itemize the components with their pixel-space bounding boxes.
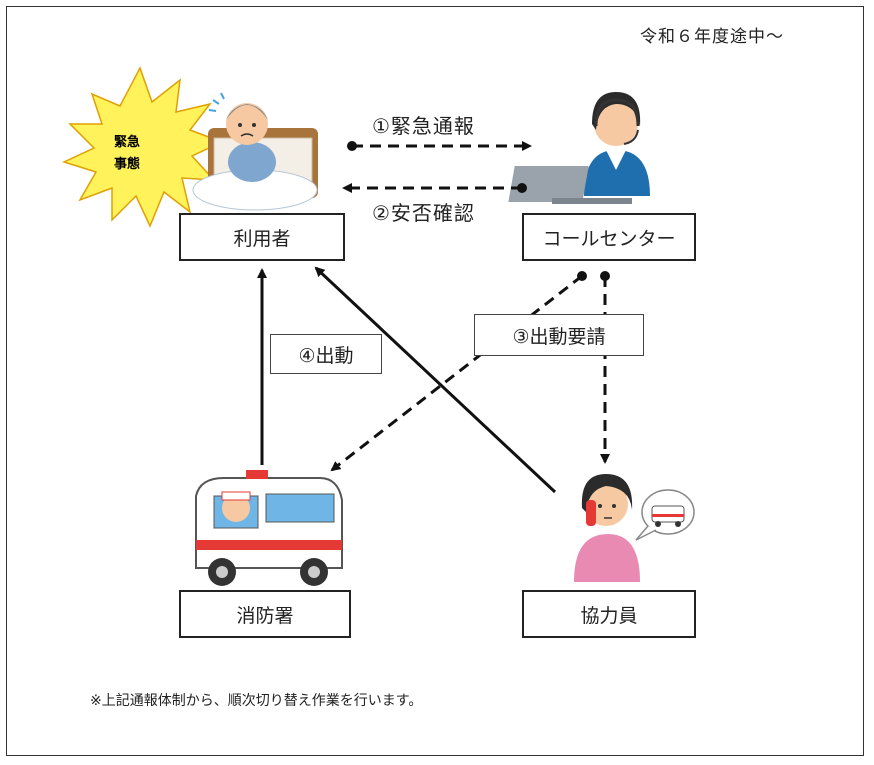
footnote: ※上記通報体制から、順次切り替え作業を行います。 — [90, 693, 423, 709]
node-fire-station: 消防署 — [179, 590, 351, 638]
elderly-user-icon — [192, 92, 318, 211]
period-label: 令和６年度途中～ — [640, 27, 784, 47]
node-call-center-label: コールセンター — [542, 227, 676, 250]
node-user-label: 利用者 — [233, 227, 291, 250]
step-dispatch: ④出動 — [270, 334, 382, 374]
cooperator-icon — [574, 474, 695, 582]
ambulance-icon — [195, 470, 343, 586]
diagram-frame — [6, 6, 864, 756]
node-fire-station-label: 消防署 — [236, 604, 294, 627]
arrow-dispatch-request-cooperator — [600, 271, 610, 464]
emergency-burst: 緊急 事態 — [61, 66, 224, 228]
arrow-dispatch-request-fire — [330, 271, 587, 472]
arrow-safety-check — [342, 183, 527, 193]
emergency-badge-line1: 緊急 — [114, 134, 140, 150]
step-safety-check: ②安否確認 — [372, 201, 475, 225]
arrow-emergency-report — [347, 141, 532, 151]
node-user: 利用者 — [179, 213, 345, 261]
step-dispatch-request: ③出動要請 — [474, 314, 644, 356]
node-call-center: コールセンター — [522, 213, 696, 261]
node-cooperator-label: 協力員 — [580, 604, 638, 627]
node-cooperator: 協力員 — [522, 590, 696, 638]
arrow-cooperator-to-user — [314, 266, 557, 494]
step-emergency-report: ①緊急通報 — [372, 114, 475, 138]
operator-icon — [508, 92, 650, 204]
emergency-badge-line2: 事態 — [114, 156, 140, 172]
